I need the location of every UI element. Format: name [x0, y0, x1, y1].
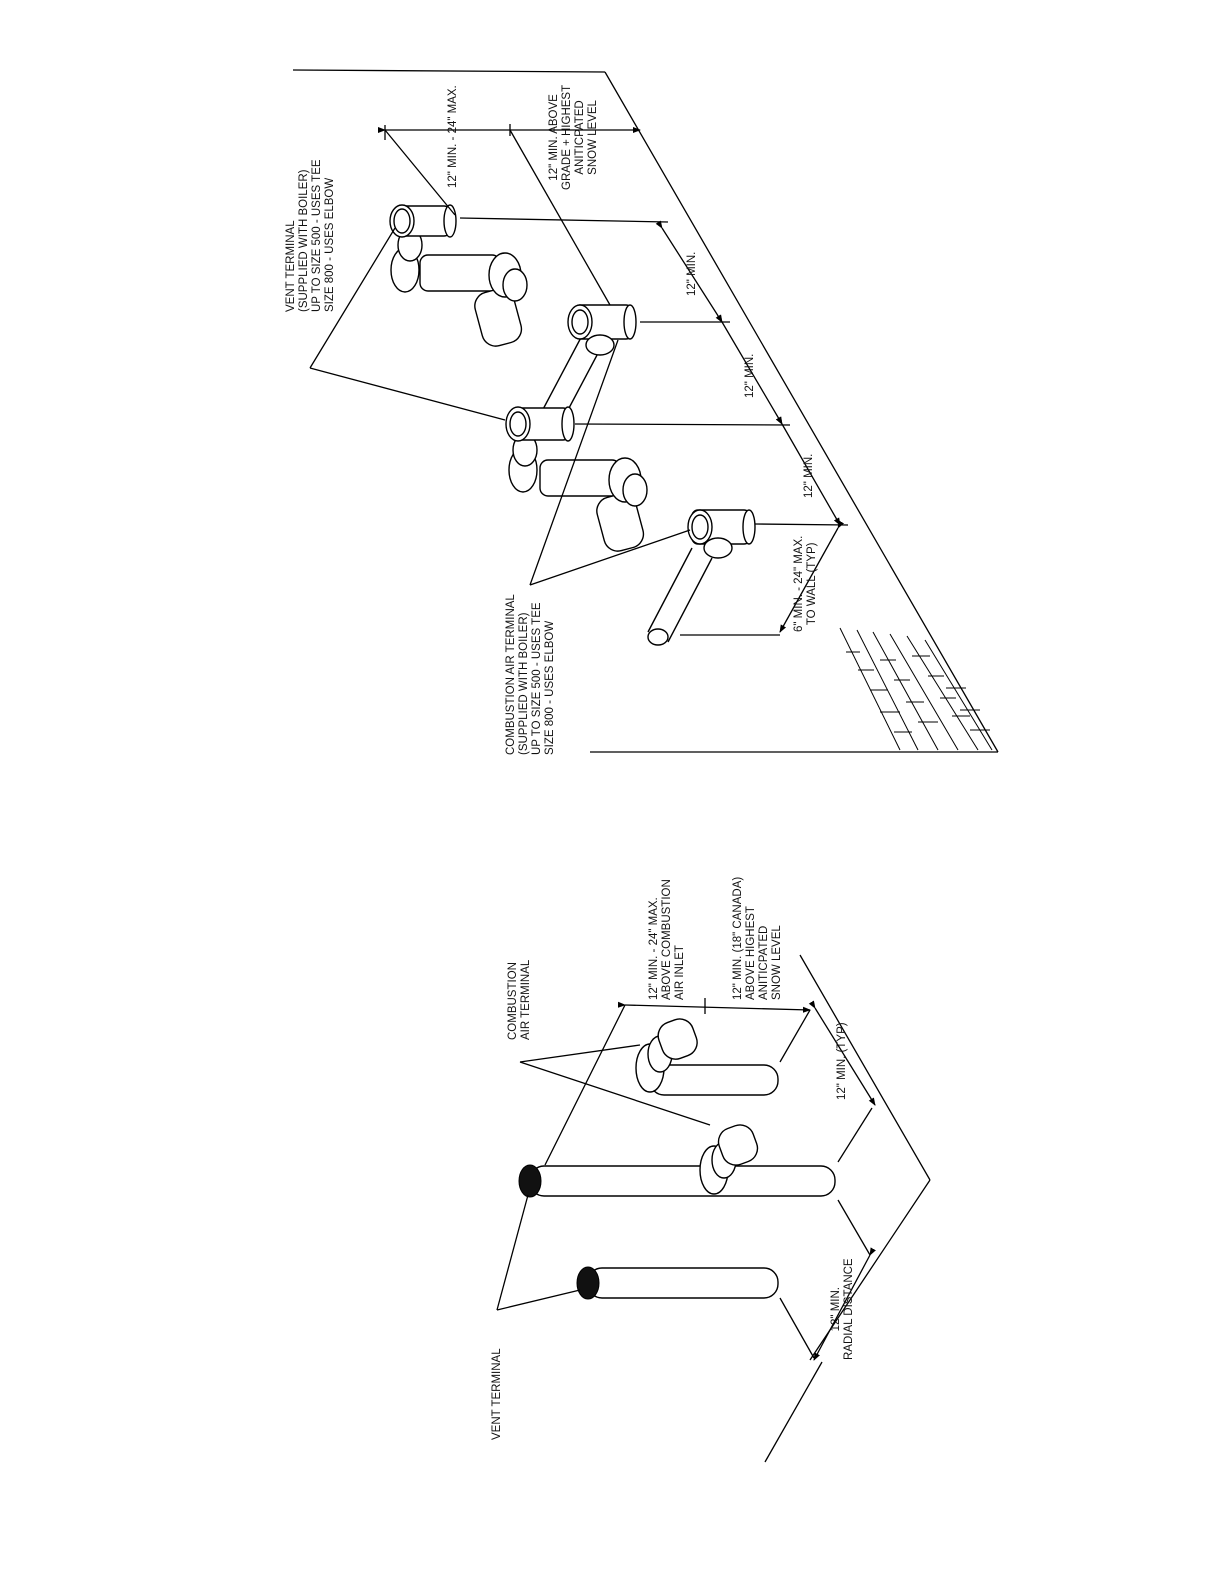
top-combustion-air-terminal-1	[539, 304, 637, 426]
bottom-vent-terminal-short	[576, 1266, 779, 1300]
bottom-vent-terminal-main	[518, 1124, 836, 1198]
top-vent-terminal-2	[505, 406, 648, 552]
label-bottom-dim-above-inlet: 12" MIN. - 24" MAX. ABOVE COMBUSTION AIR…	[648, 879, 686, 1000]
label-bottom-vent-terminal: VENT TERMINAL	[491, 1348, 503, 1440]
label-top-dim-spacing-1: 12" MIN.	[686, 251, 698, 296]
label-bottom-dim-radial: 12" MIN. RADIAL DISTANCE	[830, 1258, 855, 1360]
top-roof-edge-lines	[292, 69, 999, 753]
brick-wall-hatch	[839, 627, 993, 751]
label-top-dim-to-wall: 6" MIN. - 24" MAX. TO WALL (TYP)	[793, 535, 818, 632]
label-top-dim-above-grade: 12" MIN. ABOVE GRADE + HIGHEST ANITICPAT…	[548, 84, 599, 190]
bottom-leader-lines	[496, 1044, 711, 1311]
top-leader-lines	[309, 227, 691, 586]
label-top-combustion-air-terminal: COMBUSTION AIR TERMINAL (SUPPLIED WITH B…	[505, 594, 556, 755]
top-combustion-air-terminal-2	[647, 509, 756, 646]
label-bottom-combustion-air-terminal: COMBUSTION AIR TERMINAL	[507, 959, 532, 1040]
bottom-dimension-lines	[544, 998, 876, 1361]
label-bottom-dim-snow-level: 12" MIN. (18" CANADA) ABOVE HIGHEST ANIT…	[732, 876, 783, 1000]
label-top-dim-spacing-3: 12" MIN.	[803, 453, 815, 498]
label-top-dim-vent-above-inlet: 12" MIN. - 24" MAX.	[447, 85, 459, 188]
bottom-combustion-air-terminal	[635, 1018, 779, 1096]
top-dimension-lines	[378, 124, 849, 636]
label-top-vent-terminal: VENT TERMINAL (SUPPLIED WITH BOILER) UP …	[285, 159, 336, 312]
label-top-dim-spacing-2: 12" MIN.	[744, 353, 756, 398]
top-vent-terminal-1	[389, 204, 528, 347]
label-bottom-dim-typ: 12" MIN. (TYP)	[836, 1022, 848, 1100]
